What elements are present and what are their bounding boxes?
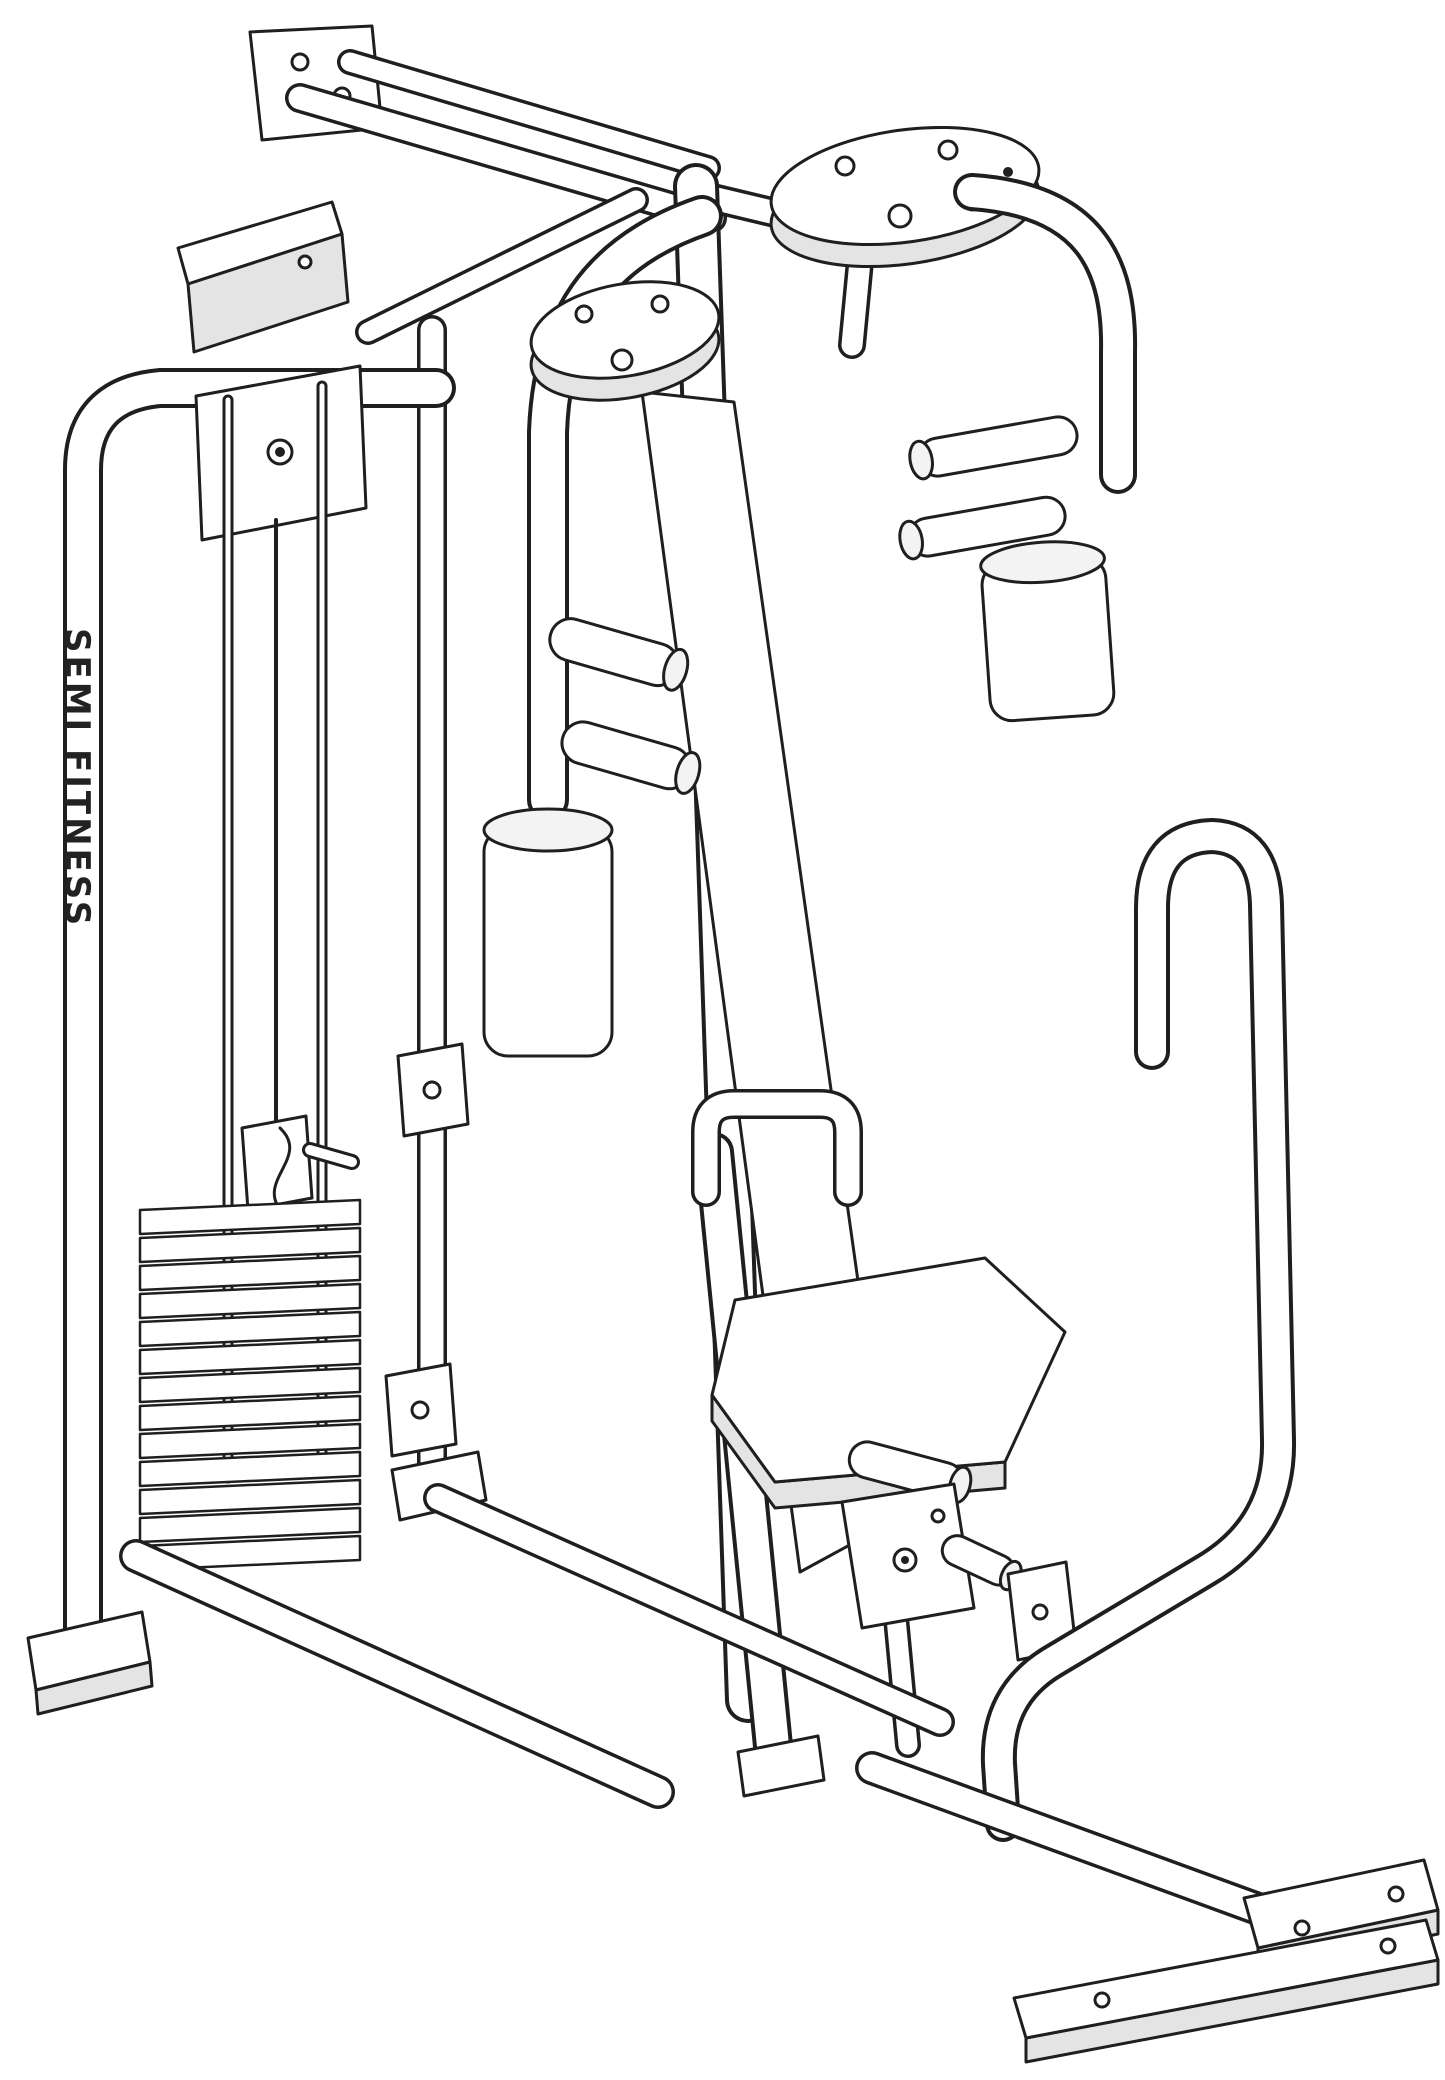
disc-hole [574, 304, 594, 324]
left-post [67, 372, 452, 1668]
base-frame [119, 1483, 1440, 2064]
weight-plate [138, 1338, 362, 1376]
bolt [1093, 1991, 1111, 2009]
bolt [1031, 1603, 1049, 1621]
bolt [930, 1508, 946, 1524]
top-frame: SEMI FITNESS [26, 24, 727, 1716]
disc-hole [887, 203, 913, 229]
pec-boom [957, 177, 1134, 490]
grip-end-cap [898, 519, 924, 561]
stack-top-mechanism [240, 1114, 314, 1212]
bolt [290, 52, 310, 72]
pec-grip-lower [898, 495, 1067, 561]
weight-plate [138, 1282, 362, 1320]
weight-plate [138, 1422, 362, 1460]
roller-top-cap [979, 540, 1106, 585]
pec-grip-upper [908, 415, 1079, 481]
pivot-disc-top [769, 125, 1041, 247]
bolt [1387, 1885, 1405, 1903]
weight-plate [138, 1450, 362, 1488]
press-roller-lower [560, 720, 702, 795]
weight-plate [138, 1310, 362, 1348]
foam-pad-top-cap [482, 807, 614, 853]
weight-plate [138, 1366, 362, 1404]
weight-stack [138, 364, 368, 1572]
linkage-tube [886, 1608, 918, 1755]
roller-end-cap [674, 751, 702, 795]
bolt-center [901, 1556, 909, 1564]
row-handle [980, 818, 1297, 1842]
weight-plate [138, 1254, 362, 1292]
roller-end-cap [662, 647, 690, 692]
brand-logo: SEMI FITNESS [57, 628, 97, 928]
grip-end-cap [908, 439, 934, 481]
weight-plate [138, 1198, 362, 1236]
press-roller-upper [548, 617, 690, 692]
front-foot-top [1012, 1918, 1440, 2040]
bolt [1379, 1937, 1397, 1955]
selector-pin [305, 1145, 357, 1167]
weight-plate [138, 1394, 362, 1432]
disc-hole [937, 139, 959, 161]
front-rail [122, 1542, 672, 1806]
bolt-center [1003, 167, 1013, 177]
diagonal-brace [358, 190, 646, 342]
weight-plate [138, 1226, 362, 1264]
bolt [297, 254, 313, 270]
handle-tube [984, 822, 1293, 1838]
weight-plate [138, 1506, 362, 1544]
press-foam-pad [482, 826, 614, 1058]
seat-loop [694, 1092, 860, 1204]
grip-body [917, 415, 1079, 478]
rear-cross-rail [426, 1486, 952, 1734]
seat-post-foot [736, 1734, 826, 1798]
bolt [410, 1400, 430, 1420]
seat-cushion-top [710, 1256, 1067, 1484]
bolt [1293, 1919, 1311, 1937]
pec-foam-roller [979, 540, 1116, 723]
disc-hole [834, 155, 856, 177]
pec-deck [685, 125, 1138, 723]
weight-stack-plates [138, 1198, 362, 1572]
left-post-foot-front [34, 1660, 154, 1716]
weight-plate [138, 1478, 362, 1516]
disc-hole [610, 348, 634, 372]
linkage [840, 1440, 1078, 1758]
press-pivot-disc [529, 280, 721, 380]
top-rear-beam [340, 52, 718, 178]
right-foot-top [1242, 1858, 1440, 1950]
bolt [422, 1080, 442, 1100]
bolt-center [275, 447, 285, 457]
disc-hole [650, 294, 670, 314]
